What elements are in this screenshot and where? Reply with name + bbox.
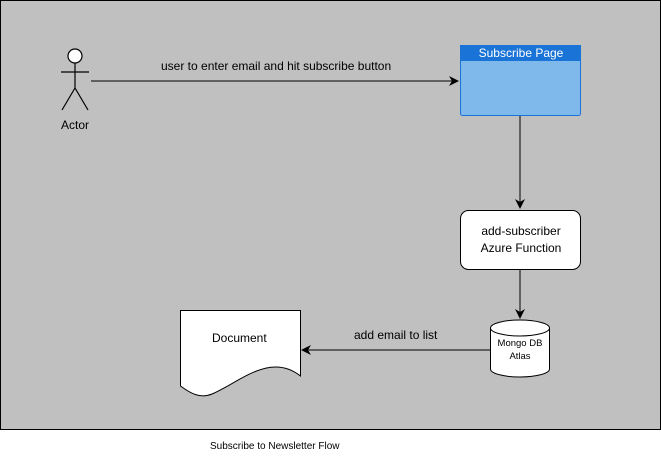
database-cylinder-icon	[490, 319, 550, 378]
stick-figure-icon	[61, 48, 89, 111]
database-label: Mongo DB Atlas	[490, 337, 550, 363]
document-label: Document	[212, 331, 267, 345]
edge-label-actor-to-page: user to enter email and hit subscribe bu…	[161, 59, 392, 73]
diagram-caption: Subscribe to Newsletter Flow	[210, 441, 340, 452]
database-label-line2: Atlas	[509, 351, 531, 362]
subscribe-page-title: Subscribe Page	[478, 46, 564, 60]
function-label-line1: add-subscriber	[481, 224, 561, 238]
function-box	[460, 210, 581, 270]
database-label-line1: Mongo DB	[497, 338, 543, 349]
document-shape-icon	[180, 310, 301, 397]
actor-label: Actor	[61, 118, 90, 132]
function-label-line2: Azure Function	[480, 241, 562, 255]
function-label: add-subscriber Azure Function	[461, 223, 581, 257]
edge-label-db-to-document: add email to list	[354, 328, 438, 342]
browser-window-icon	[460, 45, 581, 116]
